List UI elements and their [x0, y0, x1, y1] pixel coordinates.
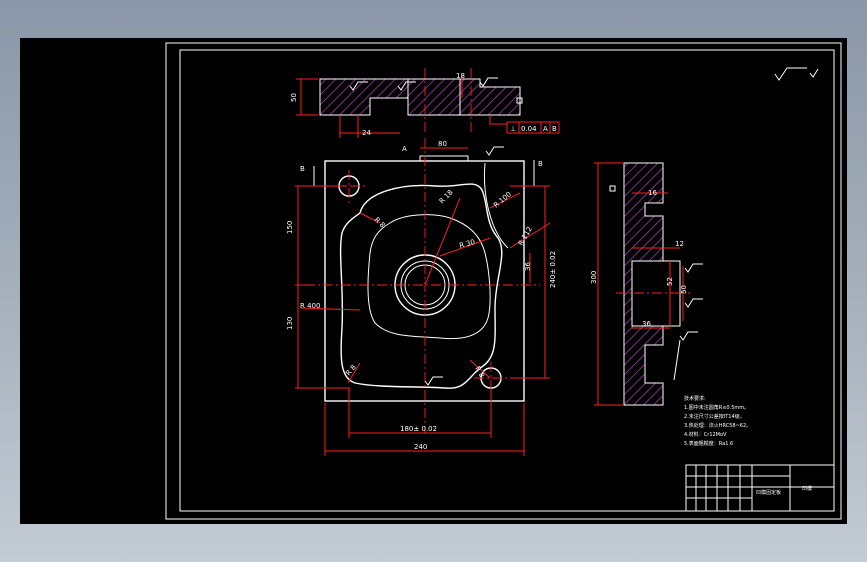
plan-dim-r8-bl: R 8	[344, 363, 358, 377]
plan-dim-r100: R 100	[492, 190, 513, 209]
plan-dim-height-top: 150	[286, 221, 294, 234]
top-dim-slot: 24	[362, 129, 371, 137]
section-label-a: A	[402, 145, 407, 153]
side-dim-52: 52	[666, 277, 674, 286]
top-view: 50 24 18 ⊥ 0.04 A B	[290, 68, 560, 138]
tol-datum-a: A	[543, 125, 548, 133]
top-dim-height: 50	[290, 93, 298, 102]
technical-notes: 技术要求: 1.图中未注圆角R≤0.5mm。 2.未注尺寸公差按IT14级。 3…	[684, 395, 751, 447]
title-block-name: 凹模固定板	[756, 489, 781, 496]
notes-line-5: 5.表面粗糙度：Ra1.6	[684, 440, 733, 447]
plan-dim-r8-br: R 8	[473, 365, 486, 379]
plan-dim-top-slot: 80	[438, 140, 447, 148]
tolerance-frame: ⊥ 0.04 A B	[506, 121, 560, 134]
tol-datum-b: B	[552, 125, 557, 133]
plan-dim-r400: R 400	[300, 302, 320, 310]
top-dim-depth: 18	[456, 72, 465, 80]
tol-value: 0.04	[521, 125, 537, 133]
notes-line-2: 2.未注尺寸公差按IT14级。	[684, 413, 745, 420]
notes-line-4: 4.材料：Cr12MoV	[684, 431, 727, 438]
title-block-code: 凹模	[802, 485, 812, 492]
plan-dim-bottom-inner: 180± 0.02	[400, 425, 437, 433]
side-dim-12: 12	[675, 240, 684, 248]
sheet-border-outer	[165, 42, 842, 520]
side-dim-total: 300	[590, 271, 598, 284]
title-block: 凹模固定板 凹模	[685, 464, 835, 512]
notes-title: 技术要求:	[684, 395, 706, 402]
plan-dim-r30: R 30	[458, 238, 476, 250]
notes-line-3: 3.热处理：淬火HRC58~62。	[684, 422, 751, 429]
plan-dim-r18: R 18	[438, 188, 455, 205]
roughness-symbol-general	[774, 67, 819, 81]
plan-dim-r112: R 112	[517, 225, 534, 247]
tol-symbol: ⊥	[510, 125, 516, 133]
plan-dim-r8-tl: R 8	[373, 216, 387, 230]
plan-view: A B B 150 130	[286, 138, 557, 456]
section-label-b-right: B	[538, 160, 543, 168]
plan-dim-bottom-total: 240	[414, 443, 427, 451]
side-dim-36: 36	[642, 320, 651, 328]
side-view: 300 16 12 52 50 36	[590, 162, 703, 406]
section-label-b-left: B	[300, 165, 305, 173]
side-dim-16: 16	[648, 189, 657, 197]
sheet-border-inner	[179, 49, 835, 512]
side-dim-50: 50	[680, 285, 688, 294]
cad-drawing: 50 24 18 ⊥ 0.04 A B A B B	[165, 42, 842, 520]
plan-dim-right-inner: 240± 0.02	[549, 251, 557, 288]
cad-viewport[interactable]: 50 24 18 ⊥ 0.04 A B A B B	[20, 38, 847, 524]
plan-dim-height-bottom: 130	[286, 317, 294, 330]
plan-dim-right-small: 36	[524, 262, 532, 271]
notes-line-1: 1.图中未注圆角R≤0.5mm。	[684, 404, 749, 411]
